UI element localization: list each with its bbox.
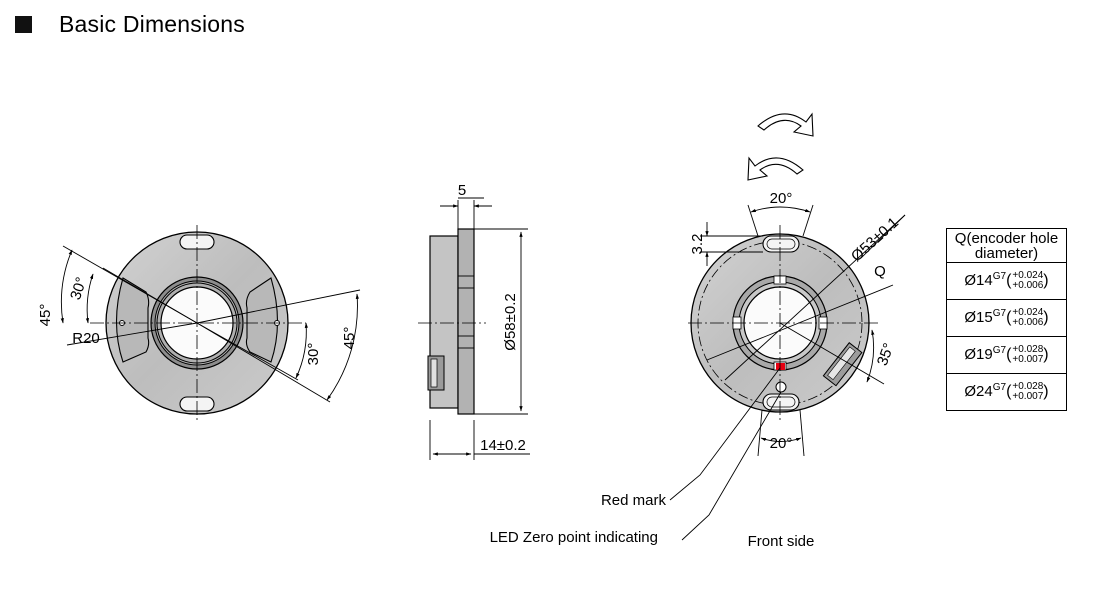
led-zero-label: LED Zero point indicating	[490, 529, 658, 546]
back-radius-label: R20	[72, 330, 100, 347]
front-side-label: Front side	[748, 533, 815, 550]
side-view: 5 Ø58±0.2 14±0.2	[418, 182, 530, 460]
section-title: Basic Dimensions	[59, 10, 245, 37]
front-dim-3-2: 3.2	[689, 234, 706, 255]
front-view: Ø53±0.1 Q 20° 20° 3.2 35° Red mark LED Z…	[490, 112, 906, 550]
bullet-square-icon	[15, 15, 32, 33]
side-dim-length: 14±0.2	[480, 437, 526, 454]
red-mark-label: Red mark	[601, 492, 667, 509]
q-table-header: Q(encoder hole diameter)	[946, 228, 1067, 263]
red-mark-indicator	[776, 363, 785, 370]
side-dim-diameter: Ø58±0.2	[502, 293, 519, 350]
back-angle-right-inner: 30°	[305, 343, 322, 366]
front-angle-connector: 35°	[874, 341, 898, 368]
front-slot-top	[762, 235, 800, 253]
rotate-ccw-icon	[747, 156, 804, 181]
side-flange	[457, 228, 475, 415]
front-slot-angle-top: 20°	[770, 190, 793, 207]
side-dim-5: 5	[458, 182, 466, 199]
front-label-q: Q	[874, 263, 886, 280]
rotate-cw-icon	[757, 112, 814, 137]
q-table-row: Ø19G7(+0.028+0.007)	[946, 336, 1067, 374]
back-angle-inner: 30°	[67, 275, 90, 302]
q-table-row: Ø14G7(+0.024+0.006)	[946, 262, 1067, 300]
led-indicator	[775, 381, 787, 393]
q-table: Q(encoder hole diameter) Ø14G7(+0.024+0.…	[946, 228, 1067, 411]
back-left-flat	[115, 277, 150, 363]
front-slot-bottom	[762, 393, 800, 411]
q-table-row: Ø24G7(+0.028+0.007)	[946, 373, 1067, 411]
back-view: 45° 30° R20 30° 45°	[37, 225, 361, 420]
back-angle-right-outer: 45°	[341, 327, 358, 350]
front-dim-diameter: Ø53±0.1	[848, 214, 902, 265]
front-connector	[822, 342, 863, 387]
section-heading: Basic Dimensions	[15, 8, 245, 40]
front-slot-angle-bottom: 20°	[770, 435, 793, 452]
back-angle-top: 45°	[37, 304, 54, 327]
q-table-row: Ø15G7(+0.024+0.006)	[946, 299, 1067, 337]
